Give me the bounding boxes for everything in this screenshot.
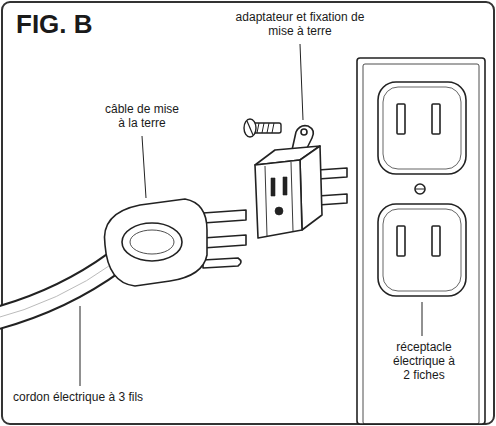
part-label: adaptateur et fixation de mise à terre [223, 10, 377, 40]
leader-line [80, 306, 81, 386]
three-prong-plug [104, 199, 246, 286]
outlet-upper [378, 82, 466, 174]
leader-line [422, 302, 423, 336]
three-wire-cord [0, 262, 115, 320]
grounding-adapter [255, 126, 347, 238]
leader-line [300, 44, 303, 120]
ground-pin [203, 258, 241, 268]
part-label: câble de mise à la terre [99, 102, 185, 132]
leader-lines [80, 44, 422, 386]
ground-screw [244, 119, 281, 137]
leader-line [142, 136, 146, 198]
outlet-lower [378, 204, 466, 296]
part-label: cordon électrique à 3 fils [11, 390, 225, 406]
plate-screw [415, 184, 425, 194]
wall-plate [357, 58, 485, 424]
figure-title: FIG. B [14, 10, 95, 39]
part-label: réceptacle électrique à 2 fiches [389, 340, 459, 383]
